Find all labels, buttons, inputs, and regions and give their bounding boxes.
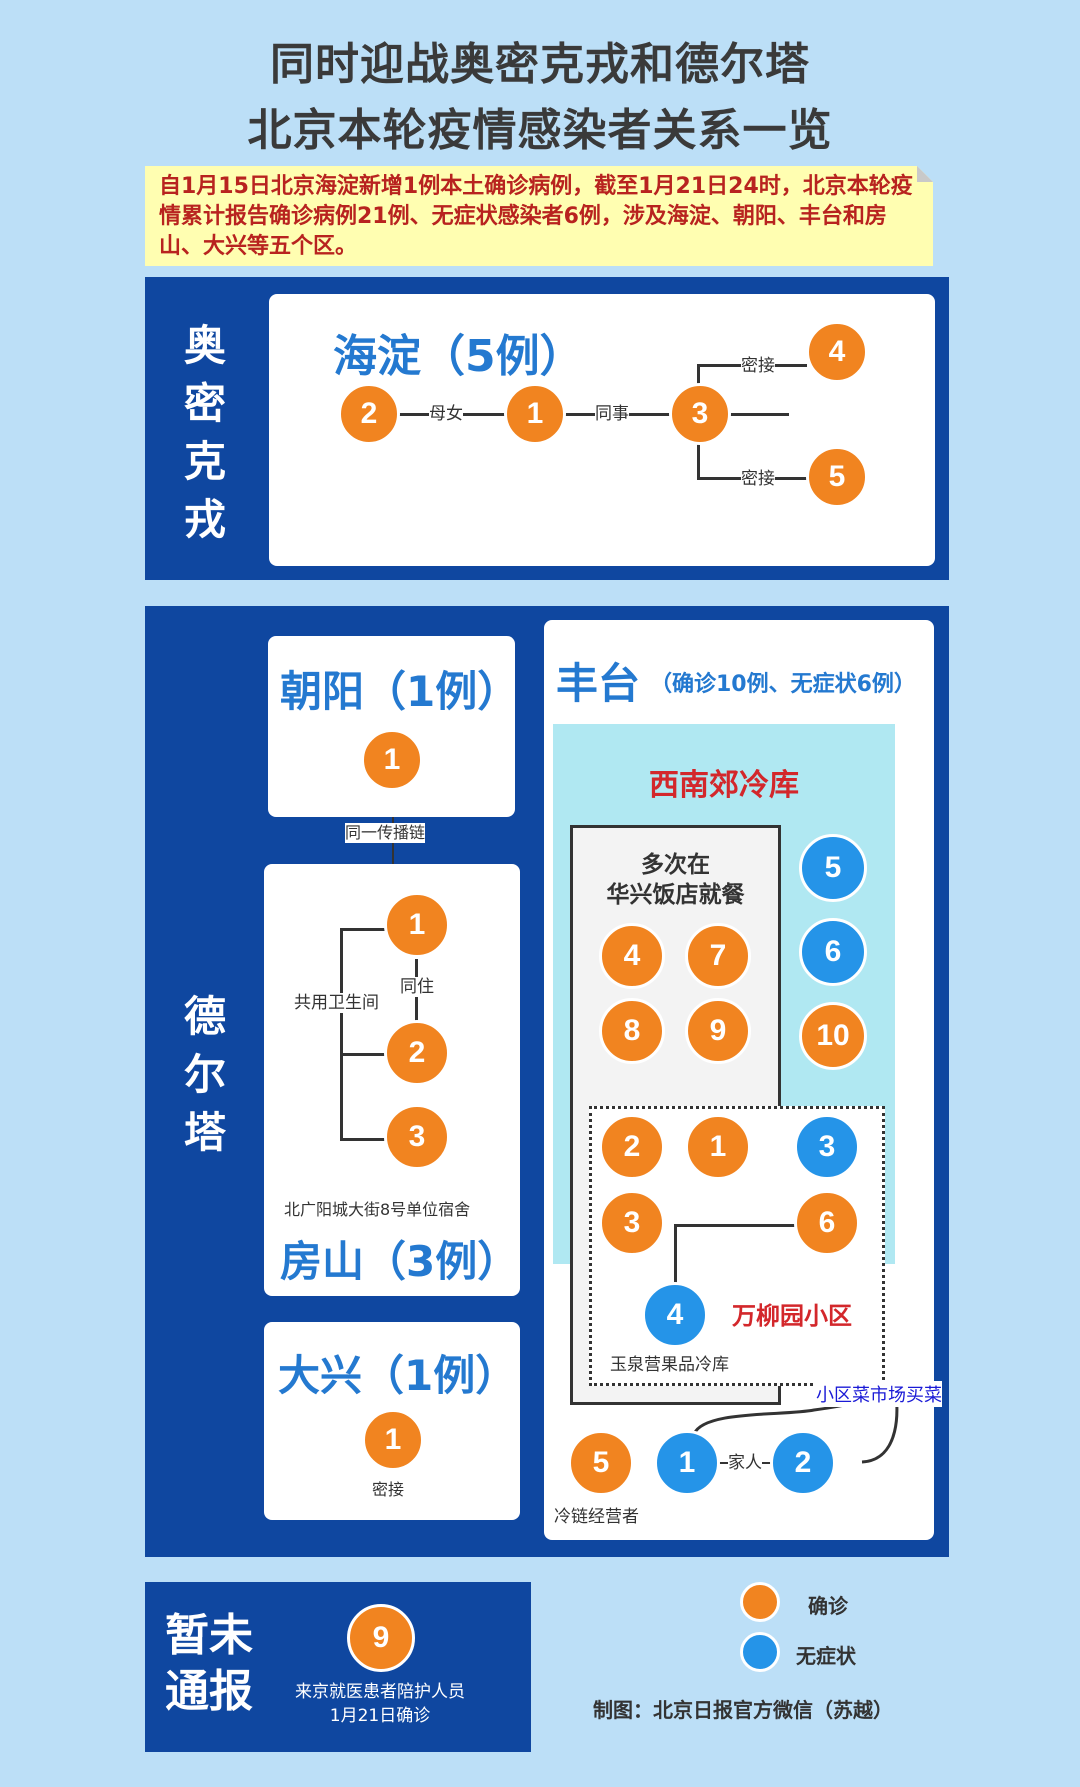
title-line-1: 同时迎战奥密克戎和德尔塔 xyxy=(270,39,810,90)
yuquanying-label: 玉泉营果品冷库 xyxy=(610,1355,729,1375)
restaurant-label: 多次在 华兴饭店就餐 xyxy=(606,852,745,908)
fengtai-asym-6: 6 xyxy=(799,918,867,986)
fengtai-family-asym-2: 2 xyxy=(770,1430,836,1496)
fengtai-card: 丰台 （确诊10例、无症状6例） 西南郊冷库 多次在 华兴饭店就餐 4 7 8 … xyxy=(544,620,942,1540)
unreported-case-9: 9 xyxy=(347,1604,415,1672)
relation-close-contact-5: 密接 xyxy=(741,469,775,489)
haidian-main-line xyxy=(369,413,789,416)
haidian-case-4: 4 xyxy=(806,321,868,383)
chaoyang-title: 朝阳（1例） xyxy=(280,667,520,716)
chain-line xyxy=(392,817,394,869)
fengtai-case-8: 8 xyxy=(599,998,665,1064)
fengtai-asym-4: 4 xyxy=(642,1282,708,1348)
market-label: 小区菜市场买菜 xyxy=(816,1381,942,1407)
fangshan-case-3: 3 xyxy=(384,1104,450,1170)
haidian-card: 海淀（5例） 母女 同事 密接 密接 2 1 3 4 5 xyxy=(269,294,935,566)
daxing-note: 密接 xyxy=(372,1480,405,1499)
credit: 制图：北京日报官方微信（苏越） xyxy=(593,1698,893,1722)
fengtai-case-9: 9 xyxy=(685,998,751,1064)
note-fold-corner xyxy=(917,166,933,182)
same-chain-label: 同一传播链 xyxy=(345,823,426,843)
relation-colleague: 同事 xyxy=(595,404,629,424)
relation-close-contact-4: 密接 xyxy=(741,356,775,376)
shared-bathroom-label: 共用卫生间 xyxy=(294,993,379,1013)
daxing-case-1: 1 xyxy=(362,1409,424,1471)
fangshan-case-2: 2 xyxy=(384,1020,450,1086)
family-label: 家人 xyxy=(728,1453,762,1473)
branch-down-line xyxy=(697,415,700,479)
legend-confirmed-icon xyxy=(740,1582,780,1622)
wanliuyuan-title: 万柳园小区 xyxy=(732,1302,852,1330)
delta-panel: 德尔塔 朝阳（1例） 1 同一传播链 共用卫生间 同住 1 2 3 北广阳城大街… xyxy=(145,606,949,1557)
fangshan-case-1: 1 xyxy=(384,892,450,958)
intro-note: 自1月15日北京海淀新增1例本土确诊病例，截至1月21日24时，北京本轮疫情累计… xyxy=(145,166,933,266)
haidian-case-1: 1 xyxy=(504,383,566,445)
legend-confirmed-label: 确诊 xyxy=(808,1594,848,1618)
chaoyang-card: 朝阳（1例） 1 xyxy=(268,636,519,817)
omicron-label: 奥密克戎 xyxy=(183,321,226,544)
chaoyang-case-1: 1 xyxy=(361,729,423,791)
legend-asymptomatic-label: 无症状 xyxy=(796,1644,856,1668)
haidian-case-5: 5 xyxy=(806,446,868,508)
fengtai-asym-3: 3 xyxy=(794,1114,860,1180)
relation-mother-daughter: 母女 xyxy=(429,404,463,424)
bathroom-h-line-1 xyxy=(340,928,390,931)
fengtai-case-5-cold-chain: 5 xyxy=(568,1430,634,1496)
fengtai-case-4: 4 xyxy=(599,923,665,989)
haidian-case-3: 3 xyxy=(669,383,731,445)
fengtai-case-7: 7 xyxy=(685,923,751,989)
daxing-title: 大兴（1例） xyxy=(278,1351,518,1400)
fengtai-case-6: 6 xyxy=(794,1190,860,1256)
cold-storage-title: 西南郊冷库 xyxy=(649,768,799,803)
community-v-line xyxy=(674,1224,677,1286)
bathroom-h-line-2 xyxy=(340,1053,390,1056)
fengtai-subtitle: （确诊10例、无症状6例） xyxy=(650,672,916,697)
fengtai-case-2: 2 xyxy=(599,1114,665,1180)
cohabit-label: 同住 xyxy=(400,977,434,997)
title-line-2: 北京本轮疫情感染者关系一览 xyxy=(247,105,833,156)
delta-label: 德尔塔 xyxy=(183,992,226,1157)
legend-asymptomatic-icon xyxy=(740,1632,780,1672)
fengtai-case-3: 3 xyxy=(599,1190,665,1256)
unreported-desc: 来京就医患者陪护人员 1月21日确诊 xyxy=(295,1682,465,1726)
bathroom-h-line-3 xyxy=(340,1138,390,1141)
daxing-card: 大兴（1例） 1 密接 xyxy=(264,1322,520,1520)
haidian-case-2: 2 xyxy=(338,383,400,445)
haidian-title: 海淀（5例） xyxy=(333,331,584,382)
cold-chain-label: 冷链经营者 xyxy=(554,1507,639,1527)
community-h-line xyxy=(674,1224,804,1227)
fangshan-card: 共用卫生间 同住 1 2 3 北广阳城大街8号单位宿舍 房山（3例） xyxy=(264,864,520,1296)
fengtai-asym-5: 5 xyxy=(799,834,867,902)
fengtai-title: 丰台 xyxy=(556,659,641,708)
bathroom-v-line xyxy=(340,928,343,1140)
fengtai-family-asym-1: 1 xyxy=(654,1430,720,1496)
omicron-panel: 奥密克戎 海淀（5例） 母女 同事 密接 密接 2 1 3 4 5 xyxy=(145,277,949,580)
fangshan-location: 北广阳城大街8号单位宿舍 xyxy=(284,1200,471,1219)
unreported-label: 暂未 通报 xyxy=(165,1610,253,1717)
fengtai-case-10: 10 xyxy=(799,1002,867,1070)
unreported-panel: 暂未 通报 9 来京就医患者陪护人员 1月21日确诊 xyxy=(145,1582,531,1752)
fengtai-case-1: 1 xyxy=(685,1114,751,1180)
fangshan-title: 房山（3例） xyxy=(280,1237,520,1286)
